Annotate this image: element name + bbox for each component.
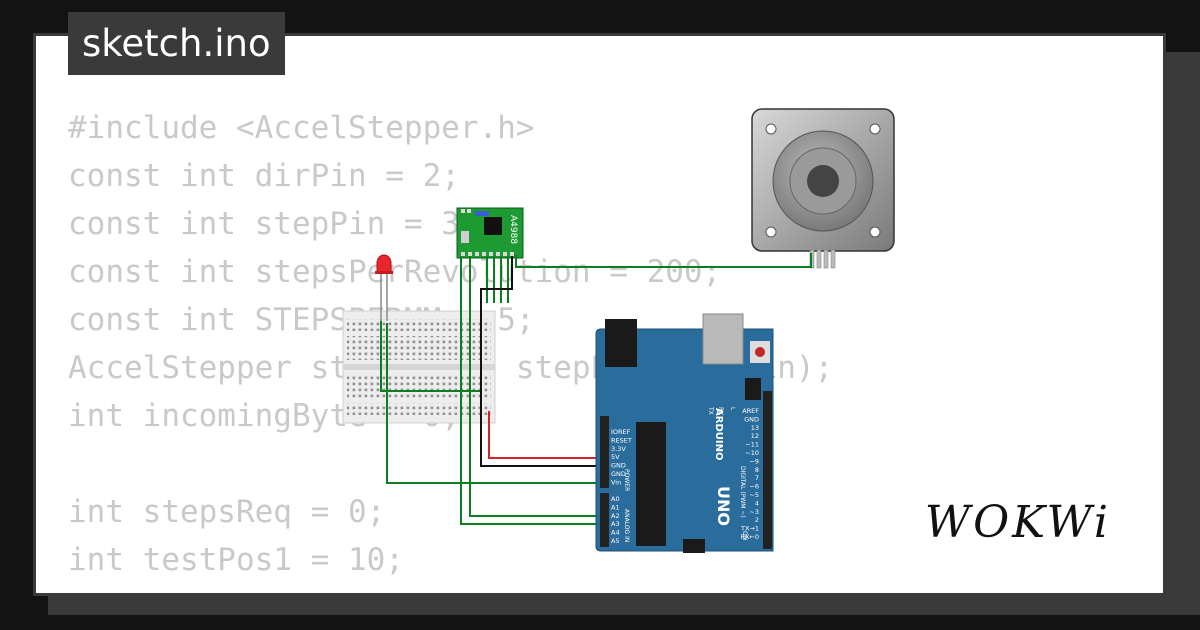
digital-pin-label: AREF [742,407,759,415]
power-jack [605,319,637,367]
preview-card: #include <AccelStepper.h> const int dirPi… [33,33,1166,596]
power-header [600,416,609,488]
code-line: const int stepPin = 3; [68,206,479,242]
microcontroller-chip [636,422,666,546]
digital-pin-label: GND [744,415,759,423]
power-pin-label: 3.3V [611,445,626,453]
arduino-model: UNO [714,486,733,526]
code-line: const int dirPin = 2; [68,158,460,194]
analog-pin-label: A5 [611,537,620,545]
analog-pin-label: A0 [611,495,620,503]
code-line: int testPos2 = 55; [68,584,833,593]
rx-label: RX [717,407,724,415]
arduino-brand: ARDUINO [713,408,724,460]
code-line: #include <AccelStepper.h> [68,110,535,146]
digital-pin-label: 8 [755,466,759,474]
power-pin-label: IOREF [611,428,631,436]
red-led[interactable] [375,254,393,321]
code-line: int testPos1 = 10; [68,542,404,578]
digital-pin-label: 12 [751,432,759,440]
on-label: ON [741,531,748,540]
digital-pin-label: TX→1 [740,525,759,533]
power-pin-label: Vin [611,478,621,486]
analog-pin-label: A4 [611,529,620,537]
digital-pin-label: ~6 [749,483,759,491]
digital-pin-label: 4 [755,499,759,507]
analog-header-label: ANALOG IN [623,509,630,542]
power-pin-label: 5V [611,453,620,461]
tx-label: TX [707,406,714,415]
digital-header-high [763,391,772,481]
digital-header-low [763,479,772,549]
analog-pin-label: A2 [611,512,620,520]
power-header-label: POWER [623,469,630,491]
usb-port [702,313,744,365]
wokwi-logo: WOKWi [924,497,1111,548]
digital-pin-label: 7 [755,474,759,482]
digital-header-label: DIGITAL (PWM ~) [739,466,746,518]
breadboard[interactable] [342,310,496,424]
code-line: const int stepsPerRevolution = 200; [68,254,722,290]
digital-pin-label: ~5 [749,491,759,499]
power-pin-label: RESET [611,436,632,444]
code-line: int stepsReq = 0; [68,494,386,530]
arduino-uno[interactable]: ARDUINO UNO ON TX RX L POWER ANALOG IN D… [595,313,774,553]
digital-pin-label: 2 [755,516,759,524]
a4988-driver[interactable]: A4988 [456,207,524,259]
sketch-title: sketch.ino [68,12,285,75]
power-pin-label: GND [611,470,626,478]
analog-header [600,493,609,547]
digital-pin-label: ~10 [745,449,759,457]
stepper-motor[interactable] [751,108,895,269]
circuit-diagram: A4988 [342,108,895,553]
analog-pin-label: A3 [611,520,620,528]
digital-pin-label: ~11 [745,441,759,449]
analog-pin-label: A1 [611,503,620,511]
digital-pin-label: RX←0 [740,533,759,541]
power-pin-label: GND [611,462,626,470]
digital-pin-label: 13 [751,424,759,432]
driver-label: A4988 [508,215,518,244]
digital-pin-label: ~3 [749,508,759,516]
l-label: L [729,407,736,411]
digital-pin-label: ~9 [749,457,759,465]
